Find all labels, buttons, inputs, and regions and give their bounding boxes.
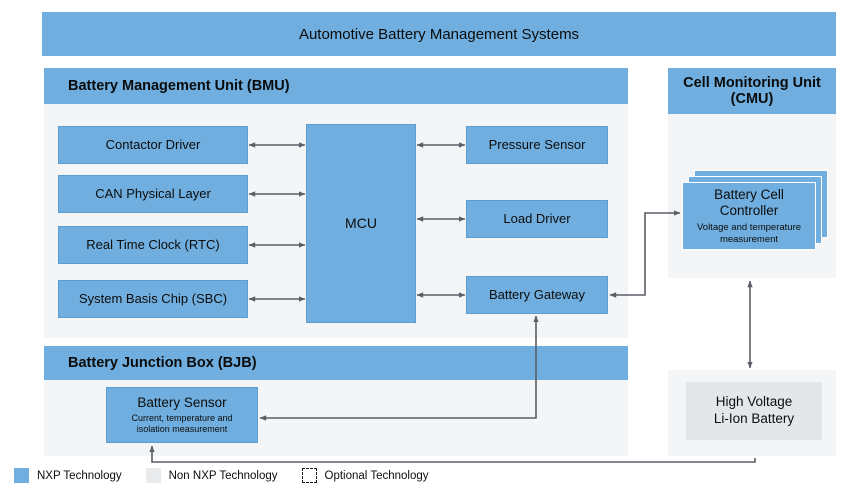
- block-label-line2: Controller: [719, 202, 779, 218]
- block-battery-cell-controller[interactable]: Battery Cell Controller Voltage and temp…: [682, 182, 816, 250]
- cmu-header-label-line2: (CMU): [730, 91, 774, 107]
- block-system-basis-chip[interactable]: System Basis Chip (SBC): [58, 280, 248, 318]
- block-label: MCU: [345, 215, 377, 232]
- block-sublabel-line1: Voltage and temperature: [696, 222, 802, 234]
- bmu-header-label: Battery Management Unit (BMU): [68, 78, 290, 94]
- block-label: Pressure Sensor: [488, 136, 586, 152]
- block-contactor-driver[interactable]: Contactor Driver: [58, 126, 248, 164]
- legend-item-optional: Optional Technology: [301, 468, 429, 483]
- block-high-voltage-battery[interactable]: High Voltage Li-Ion Battery: [686, 382, 822, 440]
- block-sublabel-line2: isolation measurement: [136, 424, 228, 435]
- diagram-title-bar: Automotive Battery Management Systems: [42, 12, 836, 56]
- legend: NXP Technology Non NXP Technology Option…: [14, 468, 429, 483]
- block-battery-sensor[interactable]: Battery Sensor Current, temperature and …: [106, 387, 258, 443]
- legend-item-non-nxp: Non NXP Technology: [145, 468, 278, 483]
- block-sublabel-line2: measurement: [719, 233, 779, 245]
- solid-blue-swatch-icon: [14, 468, 29, 483]
- block-mcu[interactable]: MCU: [306, 124, 416, 323]
- block-label-line1: Battery Cell: [714, 187, 784, 203]
- legend-item-nxp: NXP Technology: [14, 468, 122, 483]
- dashed-outline-swatch-icon: [301, 468, 317, 483]
- block-label: Contactor Driver: [105, 136, 201, 152]
- bjb-header: Battery Junction Box (BJB): [44, 346, 628, 380]
- cmu-header: Cell Monitoring Unit (CMU): [668, 68, 836, 114]
- block-label-line2: Li-Ion Battery: [713, 411, 795, 426]
- block-real-time-clock[interactable]: Real Time Clock (RTC): [58, 226, 248, 264]
- block-sublabel-line1: Current, temperature and: [131, 413, 233, 424]
- solid-gray-swatch-icon: [145, 468, 161, 483]
- block-label-line1: High Voltage: [715, 394, 793, 410]
- bmu-header: Battery Management Unit (BMU): [44, 68, 628, 104]
- block-label: Battery Sensor: [137, 394, 227, 410]
- block-label: System Basis Chip (SBC): [78, 290, 228, 306]
- block-load-driver[interactable]: Load Driver: [466, 200, 608, 238]
- block-battery-gateway[interactable]: Battery Gateway: [466, 276, 608, 314]
- bjb-header-label: Battery Junction Box (BJB): [68, 355, 257, 371]
- block-label: Battery Gateway: [488, 286, 586, 302]
- block-pressure-sensor[interactable]: Pressure Sensor: [466, 126, 608, 164]
- legend-label: NXP Technology: [37, 469, 122, 482]
- block-label: CAN Physical Layer: [95, 185, 211, 201]
- block-label: Load Driver: [503, 210, 571, 226]
- cmu-header-label-line1: Cell Monitoring Unit: [683, 74, 821, 91]
- legend-label: Optional Technology: [324, 469, 429, 482]
- block-label: Real Time Clock (RTC): [86, 236, 220, 252]
- page-title: Automotive Battery Management Systems: [298, 25, 580, 43]
- block-can-physical-layer[interactable]: CAN Physical Layer: [58, 175, 248, 213]
- legend-label: Non NXP Technology: [168, 469, 278, 482]
